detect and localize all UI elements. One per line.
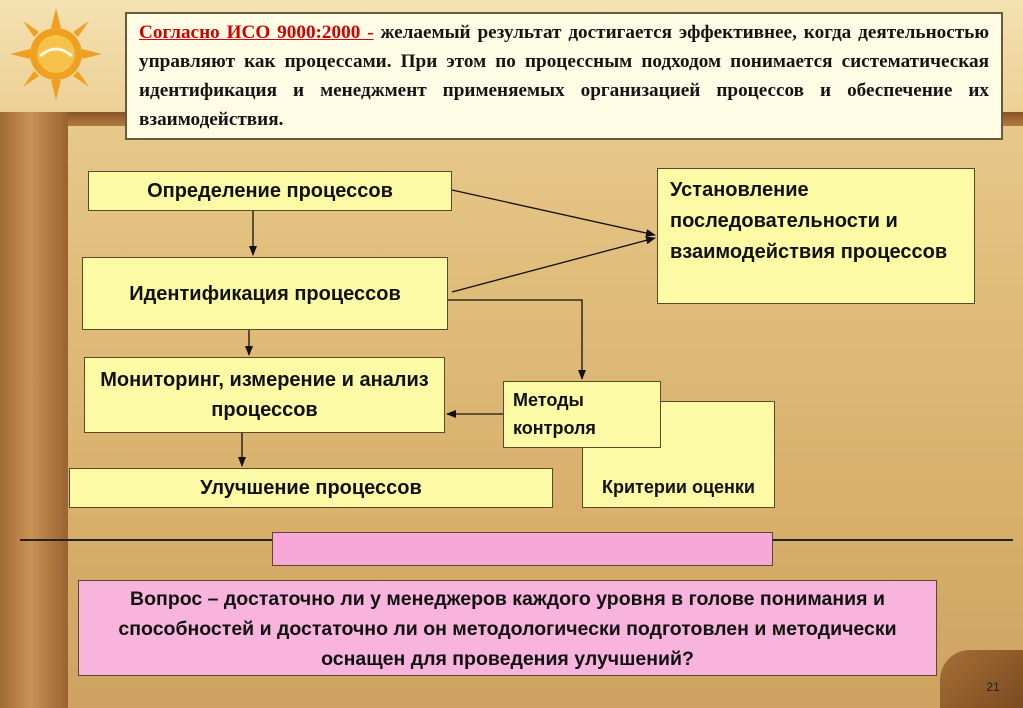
scroll-left-edge (0, 112, 68, 708)
iso-quote: Согласно ИСО 9000:2000 - желаемый резуль… (125, 12, 1003, 140)
define-processes-box: Определение процессов (88, 171, 452, 211)
sun-logo-icon (10, 8, 102, 100)
question-box: Вопрос – достаточно ли у менеджеров кажд… (78, 580, 937, 676)
divider-line-left (20, 539, 272, 541)
control-methods-box: Методы контроля (503, 381, 661, 448)
page-number: 21 (986, 680, 1000, 694)
iso-quote-lead: Согласно ИСО 9000:2000 - (139, 22, 374, 43)
divider-line-right (773, 539, 1013, 541)
improve-processes-box: Улучшение процессов (69, 468, 553, 508)
scroll-curl (940, 650, 1023, 708)
identify-processes-box: Идентификация процессов (82, 257, 448, 330)
pink-banner (272, 532, 773, 566)
iso-quote-text: желаемый результат достигается эффективн… (139, 22, 989, 130)
sequence-processes-box: Установление последовательности и взаимо… (657, 168, 975, 304)
monitor-processes-box: Мониторинг, измерение и анализ процессов (84, 357, 445, 433)
